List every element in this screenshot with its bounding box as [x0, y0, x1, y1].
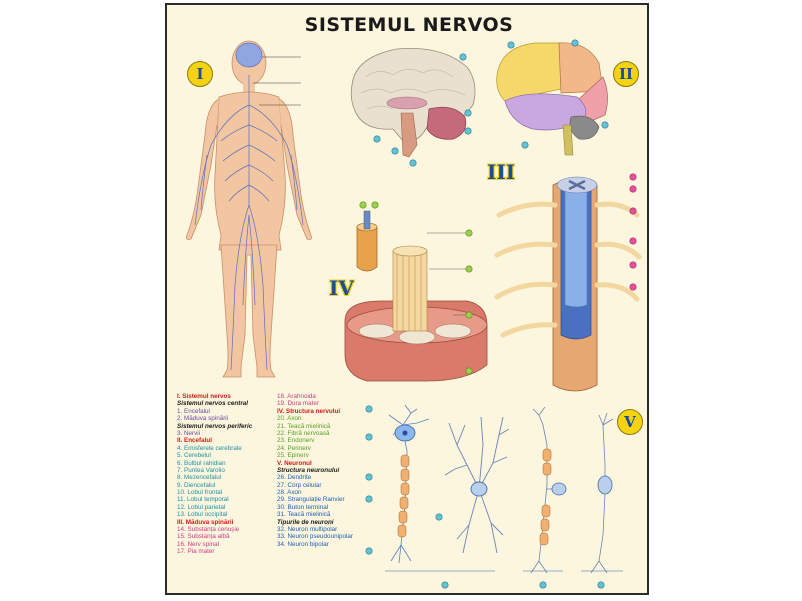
- legend-entry: 5. Cerebelul: [177, 452, 211, 460]
- legend-entry: 4. Emisferele cerebrale: [177, 444, 242, 452]
- legend-entry: V. Neuronul: [277, 459, 312, 467]
- legend-entry: 6. Bulbul rahidian: [177, 459, 226, 467]
- brain-lobes: [496, 39, 609, 156]
- legend-entry: Structura neuronului: [277, 466, 340, 474]
- legend-entry: 20. Axon: [277, 415, 302, 423]
- legend-entry: 1. Encefalul: [177, 407, 210, 415]
- legend-entry: IV. Structura nervului: [277, 407, 341, 415]
- legend-entry: 18. Arahnoida: [277, 393, 316, 400]
- legend-entry: 10. Lobul frontal: [177, 489, 223, 497]
- legend-entry: 22. Fibră nervoasă: [277, 429, 330, 437]
- neuron-types: [365, 404, 623, 589]
- legend-entry: 2. Măduva spinării: [177, 415, 229, 423]
- legend-entry: III. Măduva spinării: [177, 518, 234, 526]
- legend-entry: Tipurile de neuroni: [277, 518, 334, 526]
- legend-entry: 26. Dendrite: [277, 474, 312, 482]
- human-body-figure: [186, 40, 312, 378]
- section-badge-iv: IV: [329, 276, 354, 300]
- section-badge-v: V: [617, 409, 643, 435]
- legend-entry: 13. Lobul occipital: [177, 511, 228, 519]
- legend-entry: Sistemul nervos central: [177, 400, 249, 408]
- brain-in-head: [235, 42, 263, 68]
- legend-entry: 28. Axon: [277, 489, 302, 497]
- legend-entry: 30. Buton terminal: [277, 503, 329, 511]
- pseudounipolar-neuron: [530, 406, 567, 574]
- legend-entry: 19. Dura mater: [277, 400, 319, 408]
- bipolar-neuron: [590, 412, 614, 574]
- legend-entry: 8. Mezencefalul: [177, 474, 222, 482]
- legend-entry: 17. Pia mater: [177, 548, 215, 556]
- legend-entry: 15. Substanța albă: [177, 533, 230, 541]
- legend-entry: 32. Neuron multipolar: [277, 526, 338, 534]
- section-badge-iii: III: [487, 160, 516, 184]
- legend-entry: 29. Strangulație Ranvier: [277, 496, 345, 504]
- spinal-cord-section: [494, 173, 642, 392]
- legend-entry: 27. Corp celular: [277, 481, 322, 489]
- legend-entry: 34. Neuron bipolar: [277, 540, 329, 548]
- legend-entry: 9. Diencefalul: [177, 481, 216, 489]
- poster-illustrations: [186, 39, 642, 589]
- legend-entry: 12. Lobul parietal: [177, 503, 226, 511]
- legend-entry: II. Encefalul: [177, 437, 212, 445]
- legend-entry: Sistemul nervos periferic: [177, 422, 253, 430]
- nerve-structure: [344, 201, 488, 382]
- poster-title: SISTEMUL NERVOS: [304, 14, 514, 36]
- multipolar-neuron-myelinated: [388, 404, 430, 564]
- brain-sagittal-section: [350, 48, 476, 167]
- section-badge-i: I: [187, 61, 213, 87]
- legend-entry: 7. Puntea Varolio: [177, 466, 225, 474]
- legend-entry: 23. Endonerv: [277, 437, 315, 445]
- nervous-system-poster: SISTEMUL NERVOS I II III IV V I. Sistemu…: [165, 3, 649, 595]
- section-badge-ii: II: [613, 61, 639, 87]
- legend-entry: 24. Perinerv: [277, 444, 311, 452]
- legend-entry: 16. Nerv spinal: [177, 540, 219, 548]
- legend-entry: 3. Nervii: [177, 429, 201, 437]
- legend-entry: 11. Lobul temporal: [177, 496, 229, 504]
- legend-entry: 31. Teacă mielinică: [277, 511, 331, 519]
- legend-entry: I. Sistemul nervos: [177, 393, 231, 400]
- multipolar-neuron-tree: [444, 416, 510, 554]
- legend-entry: 21. Teacă mielinică: [277, 422, 331, 430]
- legend-entry: 33. Neuron pseudounipolar: [277, 533, 353, 541]
- legend-entry: 25. Epinerv: [277, 452, 309, 460]
- legend-entry: 14. Substanța cenușie: [177, 526, 240, 534]
